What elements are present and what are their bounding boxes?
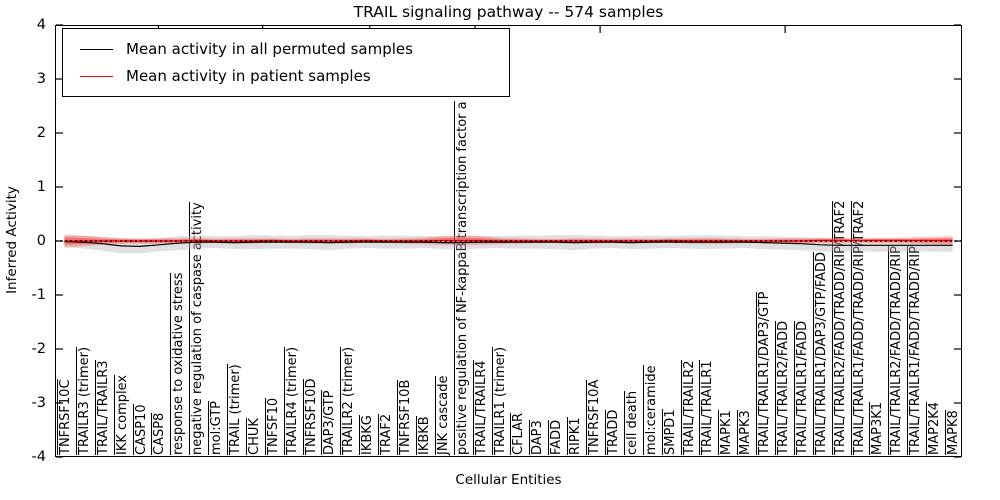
y-tick-label: 2 — [36, 125, 46, 141]
x-tick-label: MAP2K4 — [926, 401, 943, 455]
x-tick-label: TRAIL/TRAILR2/FADD — [774, 320, 791, 455]
x-tick-label: TRAIL/TRAILR1/DAP3/GTP — [756, 291, 773, 455]
x-tick-label: TRAIL/TRAILR1/FADD/TRADD/RIP/TRAF2 — [850, 200, 867, 455]
x-tick-label: TRAILR1 (trimer) — [491, 346, 508, 455]
y-tick-label: 4 — [36, 17, 46, 33]
y-tick-label: 0 — [36, 233, 46, 249]
x-tick-label: TRAIL/TRAILR1/FADD — [793, 320, 810, 455]
x-tick-label: DAP3/GTP — [321, 390, 338, 455]
x-tick-label: MAPK8 — [945, 410, 962, 455]
x-tick-label: TRAIL/TRAILR4 — [472, 360, 489, 455]
x-tick-label: TRAIL/TRAILR2/FADD/TRADD/RIP — [888, 246, 905, 455]
x-tick-label: TNFSF10 — [264, 397, 281, 455]
legend-label: Mean activity in all permuted samples — [126, 40, 413, 58]
x-tick-label: TNFRSF10D — [302, 378, 319, 455]
x-tick-label: FADD — [548, 419, 565, 455]
x-tick-label: IKBKG — [359, 415, 376, 455]
chart-title: TRAIL signaling pathway -- 574 samples — [353, 3, 664, 21]
x-tick-label: MAPK1 — [718, 410, 735, 455]
x-tick-label: TRAILR2 (trimer) — [340, 346, 357, 455]
x-tick-label: negative regulation of caspase activity — [189, 202, 206, 455]
x-tick-label: MAPK3 — [737, 410, 754, 455]
x-tick-label: TNFRSF10A — [586, 379, 603, 455]
x-tick-label: TNFRSF10B — [397, 379, 414, 455]
x-tick-label: TNFRSF10C — [56, 379, 73, 455]
x-tick-label: TRAILR4 (trimer) — [283, 346, 300, 455]
x-tick-label: IKBKB — [415, 416, 432, 455]
y-tick-label: -2 — [31, 341, 46, 357]
legend-line-sample-black — [80, 48, 113, 50]
x-tick-label: mol:GTP — [208, 401, 225, 455]
x-tick-label: CASP10 — [132, 404, 149, 455]
legend-label: Mean activity in patient samples — [126, 67, 371, 85]
x-tick-label: TRAIL/TRAILR1 — [699, 360, 716, 455]
x-tick-label: TRAIL/TRAILR2 — [680, 360, 697, 455]
legend: Mean activity in all permuted samples Me… — [62, 28, 510, 97]
x-tick-label: JNK cascade — [434, 375, 451, 455]
x-tick-label: TRAILR3 (trimer) — [75, 346, 92, 455]
x-tick-label: MAP3K1 — [869, 401, 886, 455]
x-tick-label: TRAIL (trimer) — [227, 364, 243, 455]
x-tick-label: RIPK1 — [567, 417, 584, 455]
x-tick-label: DAP3 — [529, 420, 546, 455]
x-tick-label: IKK complex — [113, 374, 130, 455]
x-tick-label: positive regulation of NF-kappaB transcr… — [453, 101, 470, 455]
x-tick-label: CHUK — [245, 418, 262, 455]
x-tick-label: TRAIL/TRAILR2/FADD/TRADD/RIP/TRAF2 — [831, 200, 848, 455]
y-tick-label: -4 — [31, 449, 46, 465]
x-tick-label: TRAIL/TRAILR1/DAP3/GTP/FADD — [812, 251, 829, 455]
x-tick-label: SMPD1 — [661, 409, 678, 455]
x-tick-label: TRADD — [604, 409, 621, 455]
x-tick-label: response to oxidative stress — [170, 272, 187, 455]
x-tick-label: TRAF2 — [378, 413, 395, 455]
x-tick-label: TRAIL/TRAILR1/FADD/TRADD/RIP — [907, 246, 924, 455]
legend-item-patient: Mean activity in patient samples — [63, 67, 509, 85]
y-tick-label: 3 — [36, 71, 46, 87]
y-tick-label: 1 — [36, 179, 46, 195]
legend-line-sample-red — [80, 75, 113, 77]
x-axis-label: Cellular Entities — [455, 472, 562, 488]
x-tick-label: CFLAR — [510, 412, 527, 455]
x-tick-label: mol:ceramide — [642, 365, 659, 455]
x-tick-label: cell death — [623, 390, 640, 455]
x-tick-label: CASP8 — [151, 412, 168, 455]
y-tick-label: -3 — [31, 395, 46, 411]
y-tick-label: -1 — [31, 287, 46, 303]
legend-item-permuted: Mean activity in all permuted samples — [63, 40, 509, 58]
x-tick-label: TRAIL/TRAILR3 — [94, 360, 111, 455]
